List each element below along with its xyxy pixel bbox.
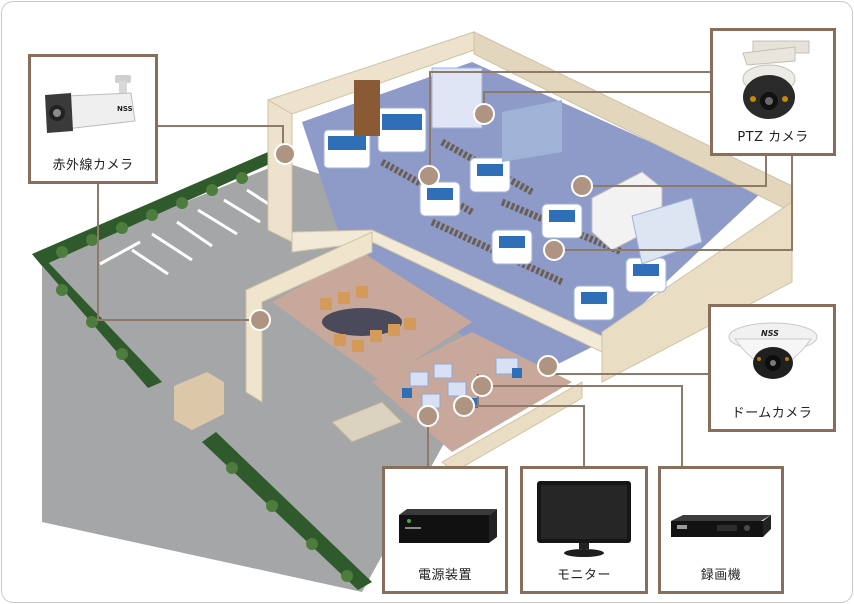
hedge-highlights [56, 172, 353, 582]
recorder-label: 録画機 [700, 568, 742, 583]
power-supply-label: 電源装置 [417, 568, 472, 583]
meeting-table [322, 308, 402, 336]
recorder-box: 録画機 [658, 466, 784, 594]
guard-booth [174, 372, 224, 430]
dome-camera-brand: NSS [761, 329, 779, 338]
monitor-icon [537, 481, 631, 557]
entrance-steps [331, 401, 403, 443]
ptz-camera-box: PTZ カメラ [710, 28, 836, 156]
ptz-camera-icon [742, 40, 810, 119]
dome-camera-label: ドームカメラ [731, 406, 813, 421]
meeting-chairs [320, 286, 416, 352]
power-supply-icon [399, 509, 497, 543]
office-left-wall [245, 231, 373, 403]
ptz-camera-label: PTZ カメラ [737, 130, 809, 145]
factory-left-wall [267, 99, 293, 243]
dome-camera-icon [728, 322, 818, 379]
power-supply-box: 電源装置 [382, 466, 508, 594]
factory-front-wall [601, 201, 793, 383]
bullet-camera-icon [45, 75, 136, 133]
recorder-icon [671, 515, 771, 537]
ir-camera-label: 赤外線カメラ [52, 158, 134, 173]
ir-camera-box: NSS 赤外線カメラ [28, 54, 158, 184]
divider-wall [291, 229, 603, 353]
monitor-label: モニター [556, 568, 611, 583]
ir-camera-brand: NSS [117, 105, 133, 113]
location-markers [249, 103, 593, 427]
dome-camera-box: NSS ドームカメラ [708, 304, 836, 432]
machines [323, 67, 703, 321]
monitor-box: モニター [520, 466, 648, 594]
